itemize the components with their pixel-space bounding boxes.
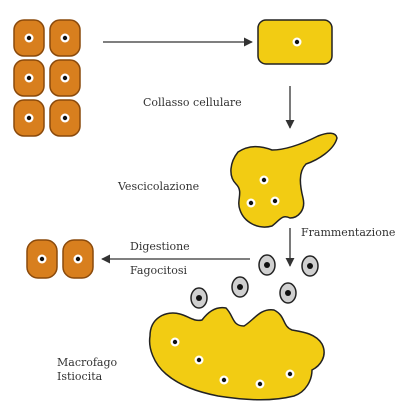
healthy-cells-pair [27, 240, 93, 278]
apoptotic-bodies [191, 255, 318, 308]
label-macrophage: Macrofago [57, 356, 118, 369]
apoptotic-body [232, 277, 248, 297]
label-phagocytosis: Fagocitosi [130, 264, 187, 277]
healthy-cell [63, 240, 93, 278]
label-fragmentation: Frammentazione [301, 226, 395, 239]
healthy-cell [14, 60, 44, 96]
healthy-cell [50, 20, 80, 56]
apoptotic-body [191, 288, 207, 308]
isolated-cell [258, 20, 332, 64]
healthy-cell [50, 100, 80, 136]
label-digestion: Digestione [130, 240, 190, 253]
label-histiocyte: Istiocita [57, 370, 103, 383]
healthy-cell [27, 240, 57, 278]
apoptotic-body [259, 255, 275, 275]
label-cell-collapse: Collasso cellulare [143, 96, 242, 109]
healthy-cell [50, 60, 80, 96]
healthy-tissue-cells [14, 20, 80, 136]
healthy-cell [14, 20, 44, 56]
healthy-cell [14, 100, 44, 136]
apoptotic-body [280, 283, 296, 303]
label-vesiculation: Vescicolazione [117, 180, 199, 193]
vesiculated-cell [231, 133, 337, 227]
macrophage [150, 308, 324, 400]
apoptotic-body [302, 256, 318, 276]
